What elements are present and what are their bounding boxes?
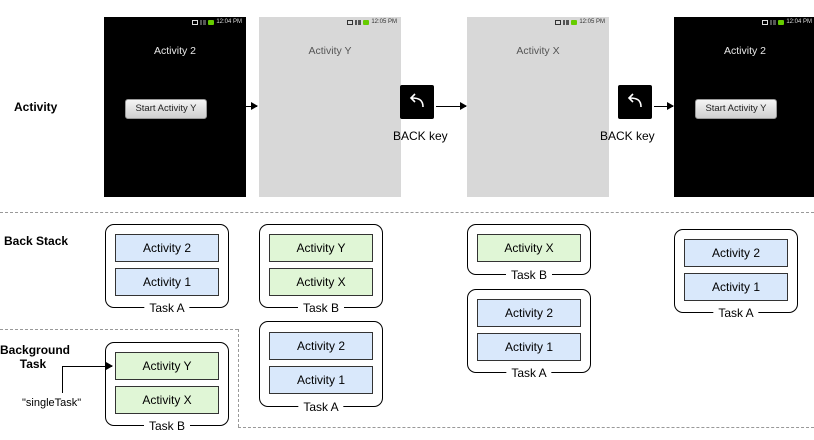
background-section-top (0, 329, 238, 330)
single-task-arrow (62, 362, 113, 370)
status-bar: 12:05 PM (555, 17, 605, 27)
arrow-to-activity-x (436, 102, 467, 110)
status-bar: 12:04 PM (192, 17, 242, 27)
network-icon (347, 19, 354, 25)
screen-activity-x: 12:05 PM Activity X (467, 17, 609, 197)
task-label: Task A (298, 400, 344, 414)
task-label: Task B (297, 301, 345, 315)
task-label: Task A (506, 366, 552, 380)
signal-icon (355, 19, 362, 25)
network-icon (762, 19, 769, 25)
back-key-label: BACK key (600, 129, 655, 143)
activity-box: Activity 1 (684, 273, 788, 301)
background-section-bottom (238, 427, 814, 428)
activity-box: Activity X (477, 234, 581, 262)
battery-icon (208, 19, 215, 25)
task-label: Task A (713, 306, 759, 320)
task-a-stack: Activity 2 Activity 1 Task A (467, 289, 591, 380)
background-task-b: Activity Y Activity X Task B (105, 342, 229, 433)
battery-icon (571, 19, 578, 25)
screen-title: Activity X (516, 45, 560, 57)
task-a-stack: Activity 2 Activity 1 Task A (674, 229, 798, 320)
status-time: 12:05 PM (371, 19, 397, 25)
activity-box: Activity X (115, 386, 219, 414)
task-label: Task A (144, 301, 190, 315)
screen-title: Activity 2 (723, 45, 766, 57)
network-icon (192, 19, 199, 25)
activity-box: Activity 2 (477, 299, 581, 327)
screen-title: Activity 2 (153, 45, 196, 57)
signal-icon (563, 19, 570, 25)
activity-box: Activity X (269, 268, 373, 296)
status-bar: 12:05 PM (347, 17, 397, 27)
back-key-icon[interactable] (618, 85, 652, 119)
task-b-stack: Activity X Task B (467, 224, 591, 282)
arrow-to-activity-2 (654, 102, 674, 110)
screen-title: Activity Y (308, 45, 352, 57)
battery-icon (363, 19, 370, 25)
signal-icon (200, 19, 207, 25)
status-time: 12:04 PM (786, 19, 812, 25)
status-time: 12:04 PM (216, 19, 242, 25)
background-section-side (238, 329, 239, 427)
back-key-label: BACK key (393, 129, 448, 143)
network-icon (555, 19, 562, 25)
task-a-stack: Activity 2 Activity 1 Task A (259, 321, 383, 414)
section-divider (0, 212, 814, 213)
task-label: Task B (505, 268, 553, 282)
arrow-to-activity-y (207, 102, 258, 110)
battery-icon (778, 19, 785, 25)
screen-activity-2-resumed: 12:04 PM Activity 2 Start Activity Y (674, 17, 814, 197)
row-label-activity: Activity (14, 100, 58, 114)
status-time: 12:05 PM (579, 19, 605, 25)
task-label: Task B (143, 419, 191, 433)
start-activity-y-button[interactable]: Start Activity Y (695, 99, 777, 119)
row-label-background-task: Background Task (0, 343, 71, 371)
task-b-stack: Activity Y Activity X Task B (259, 224, 383, 315)
activity-box: Activity 2 (115, 234, 219, 262)
screen-activity-2: 12:04 PM Activity 2 Start Activity Y (104, 17, 246, 197)
activity-box: Activity 1 (115, 268, 219, 296)
activity-box: Activity Y (115, 352, 219, 380)
activity-box: Activity 2 (269, 332, 373, 360)
task-a-stack: Activity 2 Activity 1 Task A (105, 224, 229, 315)
start-activity-y-button[interactable]: Start Activity Y (125, 99, 207, 119)
row-label-back-stack: Back Stack (4, 234, 69, 248)
back-key-icon[interactable] (400, 85, 434, 119)
signal-icon (770, 19, 777, 25)
status-bar: 12:04 PM (762, 17, 812, 27)
activity-box: Activity 1 (269, 366, 373, 394)
activity-box: Activity Y (269, 234, 373, 262)
single-task-label: "singleTask" (22, 397, 82, 409)
screen-activity-y: 12:05 PM Activity Y (259, 17, 401, 197)
single-task-pointer (62, 366, 63, 393)
activity-box: Activity 2 (684, 239, 788, 267)
activity-box: Activity 1 (477, 333, 581, 361)
